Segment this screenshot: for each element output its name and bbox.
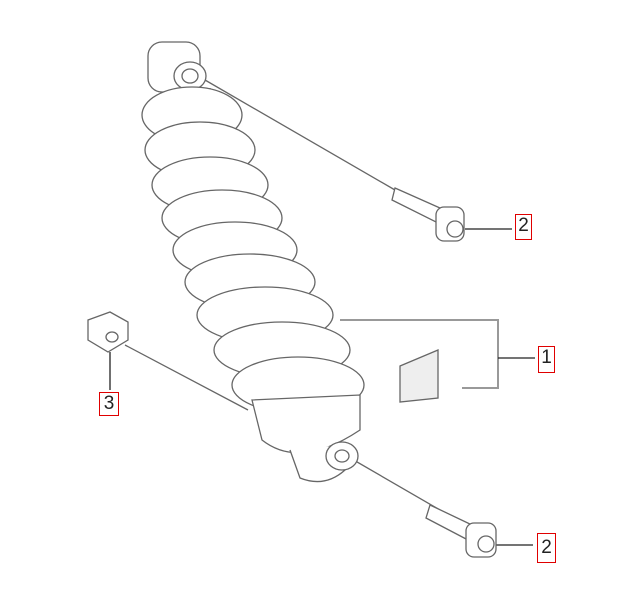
label-sticker <box>399 349 439 403</box>
spring <box>141 86 365 414</box>
callout-shock-assembly: 1 <box>538 346 555 373</box>
top-bolt <box>391 187 465 242</box>
leader-line-bottom-bolt <box>344 454 441 511</box>
leader-line-top-bolt <box>204 79 396 191</box>
bracket-shock-assembly <box>340 319 499 389</box>
callout-bottom-bolt: 2 <box>537 533 556 563</box>
callout-top-bolt: 2 <box>515 214 532 240</box>
nut <box>87 311 129 353</box>
callout-nut: 3 <box>99 392 119 416</box>
bottom-bolt <box>425 504 497 558</box>
leader-line-nut <box>124 344 249 411</box>
